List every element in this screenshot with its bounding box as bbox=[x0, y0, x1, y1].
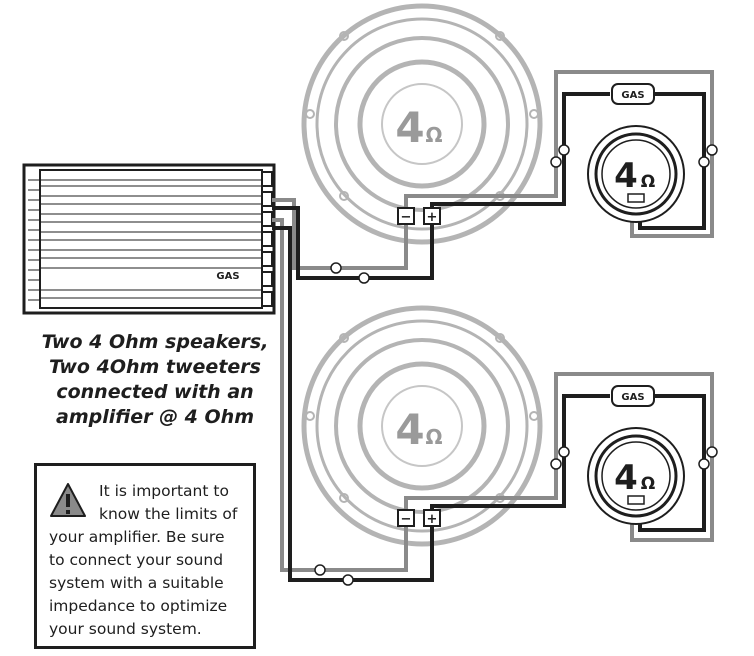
svg-text:−: − bbox=[401, 512, 412, 527]
svg-text:+: + bbox=[427, 512, 438, 527]
warning-line: system with a suitable bbox=[49, 574, 224, 592]
speaker-2: 4 Ω bbox=[304, 308, 540, 544]
speaker-impedance-unit: Ω bbox=[425, 123, 442, 147]
speaker-impedance-unit: Ω bbox=[425, 425, 442, 449]
warning-line: It is important to bbox=[99, 482, 229, 500]
crossover-2: GAS bbox=[611, 385, 655, 407]
wire-speaker1-positive bbox=[272, 206, 434, 280]
caption-line: Two 4Ohm tweeters bbox=[49, 356, 261, 378]
speaker-impedance-number: 4 bbox=[395, 103, 424, 152]
speaker1-terminals: − + bbox=[397, 207, 441, 225]
svg-text:−: − bbox=[401, 210, 412, 225]
warning-box: It is important to know the limits of yo… bbox=[34, 463, 256, 649]
caption-line: Two 4 Ohm speakers, bbox=[41, 331, 269, 353]
warning-icon bbox=[50, 483, 86, 517]
svg-text:+: + bbox=[427, 210, 438, 225]
speaker2-terminals: − + bbox=[397, 509, 441, 527]
tweeter-1: 4 Ω bbox=[587, 125, 685, 223]
tweeter-impedance-number: 4 bbox=[614, 156, 638, 196]
tweeter-2: 4 Ω bbox=[587, 427, 685, 525]
amplifier: GAS bbox=[22, 163, 276, 315]
caption-line: amplifier @ 4 Ohm bbox=[56, 406, 254, 428]
warning-line: impedance to optimize bbox=[49, 597, 228, 615]
caption-line: connected with an bbox=[56, 381, 254, 403]
wire-amp-speaker2-positive bbox=[272, 226, 434, 582]
wire-amp-speaker2-negative bbox=[272, 218, 408, 572]
tweeter-impedance-unit: Ω bbox=[641, 172, 655, 192]
crossover-1: GAS bbox=[611, 83, 655, 105]
speaker-1: 4 Ω bbox=[304, 6, 540, 242]
speaker-impedance-number: 4 bbox=[395, 405, 424, 454]
warning-line: know the limits of bbox=[99, 505, 238, 523]
wire-markers bbox=[314, 144, 718, 586]
wire-tweeter2-negative bbox=[404, 372, 714, 542]
wire-tweeter1-negative bbox=[404, 70, 714, 238]
warning-text: It is important to know the limits of yo… bbox=[49, 480, 254, 641]
warning-line: to connect your sound bbox=[49, 551, 224, 569]
crossover-label: GAS bbox=[621, 90, 644, 101]
tweeter-impedance-unit: Ω bbox=[641, 474, 655, 494]
wire-speaker1-negative bbox=[272, 198, 408, 270]
amplifier-brand: GAS bbox=[216, 271, 239, 282]
warning-line: your sound system. bbox=[49, 620, 202, 638]
crossover-label: GAS bbox=[621, 392, 644, 403]
warning-line: your amplifier. Be sure bbox=[49, 528, 225, 546]
tweeter-impedance-number: 4 bbox=[614, 458, 638, 498]
diagram-caption: Two 4 Ohm speakers, Two 4Ohm tweeters co… bbox=[20, 330, 290, 430]
